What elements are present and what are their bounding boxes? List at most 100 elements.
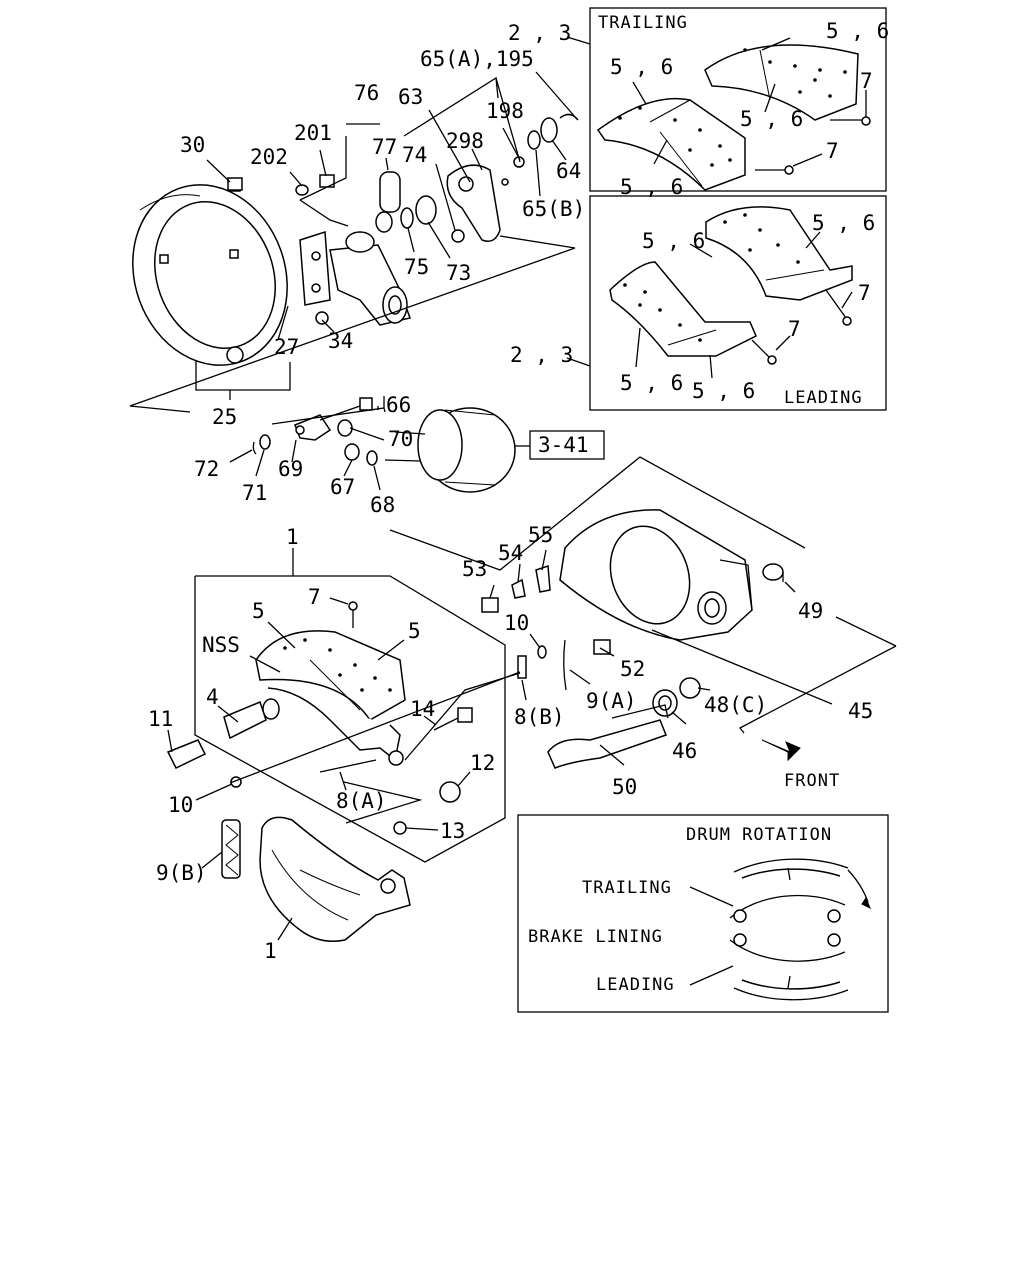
leading-lining-upper [705,206,853,301]
ref-3-41-label: 3-41 [538,433,589,457]
callout-68: 68 [370,493,395,517]
callout-34: 34 [328,329,353,353]
shoe-assembly-outline [194,575,506,863]
brake-shoe-bare [259,816,411,942]
shoe-linings [255,601,406,766]
callout-202: 202 [250,145,288,169]
callout-65a-195: 65(A),195 [420,47,534,71]
callout-7-c: 7 [858,281,871,305]
small-bushings [375,113,579,233]
callout-5-6-h: 5 , 6 [692,379,755,403]
callout-nss: NSS [202,633,240,657]
callout-73: 73 [446,261,471,285]
leading-rivets [751,289,852,365]
camshaft-bracket [299,230,411,326]
callout-25: 25 [212,405,237,429]
leading-box: LEADING [589,195,887,411]
callout-4: 4 [206,685,219,709]
callout-77: 77 [372,135,397,159]
callout-labels: 2 , 3 5 , 6 5 , 6 5 , 6 5 , 6 7 7 5 , 6 … [148,19,889,963]
callout-8b: 8(B) [514,705,565,729]
callout-70: 70 [388,427,413,451]
brake-chamber [384,407,530,493]
callout-7-a: 7 [860,69,873,93]
ref-box: 3-41 [529,430,605,460]
callout-298: 298 [446,129,484,153]
callout-50: 50 [612,775,637,799]
callout-5-6-b: 5 , 6 [610,55,673,79]
legend-brake-lining-label: BRAKE LINING [528,927,663,947]
callout-7-e: 7 [308,585,321,609]
callout-13: 13 [440,819,465,843]
callout-71: 71 [242,481,267,505]
leading-box-title: LEADING [784,388,863,408]
callout-74: 74 [402,143,427,167]
callout-5-6-d: 5 , 6 [620,175,683,199]
callout-1-assembly: 1 [286,525,299,549]
callout-1-shoe: 1 [264,939,277,963]
leading-lining-lower [609,261,757,357]
trailing-box: TRAILING [589,7,887,192]
slack-adjuster [446,164,501,243]
callout-11: 11 [148,707,173,731]
callout-5-6-f: 5 , 6 [812,211,875,235]
callout-45: 45 [848,699,873,723]
callout-76: 76 [354,81,379,105]
callout-8a: 8(A) [336,789,387,813]
callout-5-6-a: 5 , 6 [826,19,889,43]
shoe-pins [166,700,473,835]
callout-5-6-c: 5 , 6 [740,107,803,131]
callout-201: 201 [294,121,332,145]
legend-trailing-label: TRAILING [582,878,672,898]
callout-69: 69 [278,457,303,481]
callout-49: 49 [798,599,823,623]
callout-66: 66 [386,393,411,417]
callout-64: 64 [556,159,581,183]
callout-14: 14 [410,697,435,721]
callout-5-6-g: 5 , 6 [620,371,683,395]
callout-72: 72 [194,457,219,481]
callout-7-b: 7 [826,139,839,163]
callout-10-b: 10 [504,611,529,635]
front-label: FRONT [784,771,840,791]
callout-46: 46 [672,739,697,763]
callout-5-a: 5 [252,599,265,623]
callout-54: 54 [498,541,523,565]
callout-75: 75 [404,255,429,279]
trailing-box-title: TRAILING [598,13,688,33]
backing-plate [132,182,288,366]
callout-53: 53 [462,557,487,581]
callout-27: 27 [274,335,299,359]
callout-5-6-e: 5 , 6 [642,229,705,253]
callout-52: 52 [620,657,645,681]
callout-198: 198 [486,99,524,123]
callout-7-d: 7 [788,317,801,341]
drum-rotation-title: DRUM ROTATION [686,825,832,845]
legend-leading-label: LEADING [596,975,675,995]
callout-2-3-trailing: 2 , 3 [508,21,571,45]
callout-63: 63 [398,85,423,109]
callout-10-a: 10 [168,793,193,817]
callout-12: 12 [470,751,495,775]
small-parts-mid [481,564,701,717]
callout-55: 55 [528,523,553,547]
callout-2-3-leading: 2 , 3 [510,343,573,367]
callout-65b: 65(B) [522,197,585,221]
camshaft [547,704,669,769]
callout-30: 30 [180,133,205,157]
spider-housing [559,509,784,641]
callout-67: 67 [330,475,355,499]
clevis [252,397,378,466]
callout-9b: 9(B) [156,861,207,885]
drum-rotation-box: DRUM ROTATION TRAILING BRAKE LINING LEAD… [517,814,889,1013]
small-bolts-upper [227,174,335,196]
trailing-lining-lower [596,97,746,191]
callout-9a: 9(A) [586,689,637,713]
trailing-lining-upper [704,44,859,121]
return-spring-b [221,819,241,879]
leader-lines [129,36,897,941]
callout-48c: 48(C) [704,693,767,717]
callout-5-b: 5 [408,619,421,643]
